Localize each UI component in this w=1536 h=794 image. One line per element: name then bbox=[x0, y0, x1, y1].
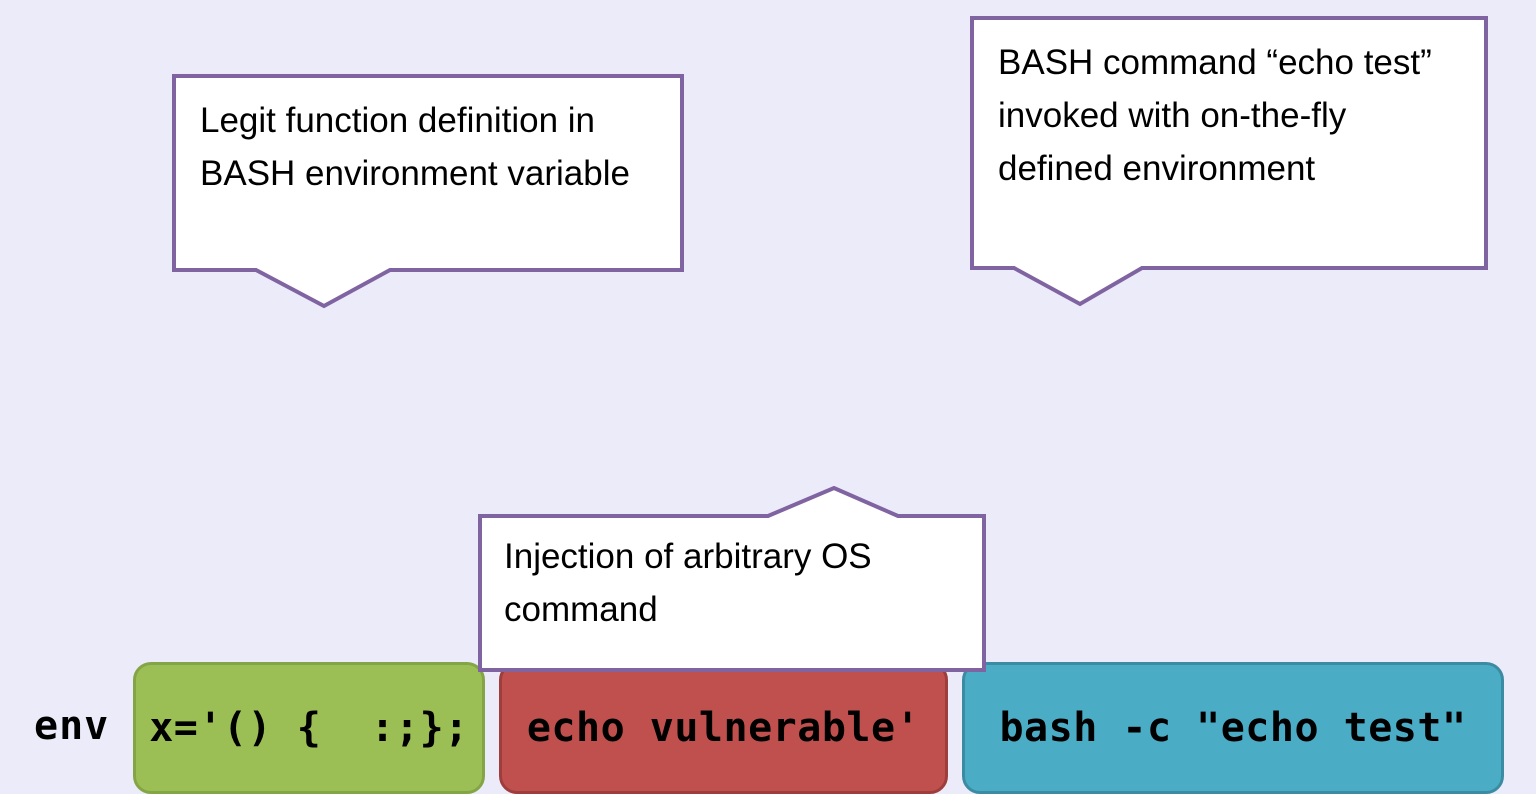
chip-env-var-definition[interactable]: x='() { :;}; bbox=[133, 662, 485, 794]
callout-bash-text: BASH command “echo test” invoked with on… bbox=[998, 43, 1432, 188]
callout-bash-command-invocation: BASH command “echo test” invoked with on… bbox=[970, 16, 1488, 308]
chip-bash-invocation[interactable]: bash -c "echo test" bbox=[962, 662, 1504, 794]
callout-legit-text: Legit function definition in BASH enviro… bbox=[200, 101, 630, 193]
chip-env-var-definition-text: x='() { :;}; bbox=[149, 705, 469, 751]
callout-bash-shape bbox=[970, 16, 1488, 307]
command-prefix-env: env bbox=[34, 703, 110, 749]
callout-injection-text: Injection of arbitrary OS command bbox=[504, 537, 872, 629]
callout-injection-arbitrary-os-command: Injection of arbitrary OS command bbox=[478, 486, 986, 672]
callout-legit-function-definition: Legit function definition in BASH enviro… bbox=[172, 74, 684, 310]
command-line-row: env x='() { :;}; echo vulnerable' bash -… bbox=[0, 330, 1536, 794]
callout-legit-shape bbox=[172, 74, 684, 309]
chip-bash-invocation-text: bash -c "echo test" bbox=[999, 705, 1467, 751]
chip-injected-command-text: echo vulnerable' bbox=[526, 705, 921, 751]
callout-injection-shape bbox=[478, 486, 986, 672]
chip-injected-command[interactable]: echo vulnerable' bbox=[499, 662, 948, 794]
shellshock-diagram: env x='() { :;}; echo vulnerable' bash -… bbox=[0, 16, 1536, 794]
